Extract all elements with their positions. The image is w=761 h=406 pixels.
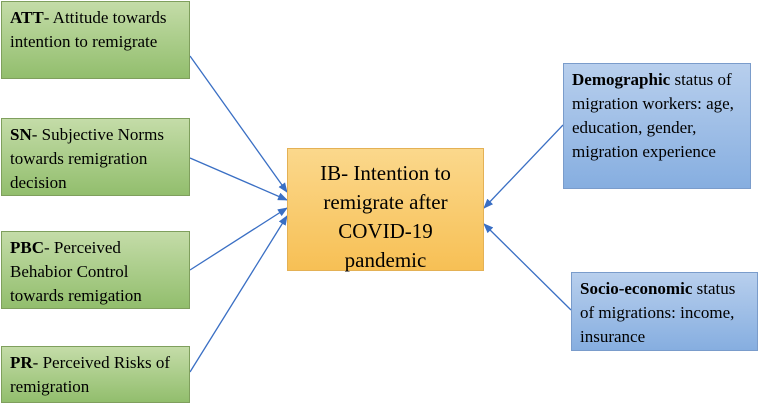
arrow-att-to-ib xyxy=(189,55,288,193)
ib-box: IB- Intention to remigrate after COVID-1… xyxy=(287,148,484,272)
arrow-socioeconomic-to-ib xyxy=(483,223,572,311)
arrow-demographic-to-ib xyxy=(483,124,564,209)
arrow-sn-to-ib xyxy=(189,157,288,201)
arrow-pbc-to-ib xyxy=(189,207,288,271)
pbc-box-text: - Perceived Behabior Control towards rem… xyxy=(10,238,142,305)
att-box: ATT- Attitude towards intention to remig… xyxy=(1,1,190,79)
att-box-text: - Attitude towards intention to remigrat… xyxy=(10,8,167,51)
demographic-box: Demographic status of migration workers:… xyxy=(563,63,751,189)
sn-box: SN- Subjective Norms towards remigration… xyxy=(1,118,190,196)
demographic-box-text: status of migration workers: age, educat… xyxy=(572,70,734,161)
socioeconomic-box: Socio-economic status of migrations: inc… xyxy=(571,272,758,351)
pbc-box: PBC- Perceived Behabior Control towards … xyxy=(1,231,190,309)
socioeconomic-box-title: Socio-economic xyxy=(580,279,693,298)
sn-box-code: SN xyxy=(10,125,32,144)
arrow-pr-to-ib xyxy=(189,215,288,373)
demographic-box-title: Demographic xyxy=(572,70,671,89)
att-box-code: ATT xyxy=(10,8,44,27)
pbc-box-code: PBC xyxy=(10,238,44,257)
pr-box: PR- Perceived Risks of remigration xyxy=(1,346,190,403)
pr-box-text: - Perceived Risks of remigration xyxy=(10,353,171,396)
sn-box-text: - Subjective Norms towards remigration d… xyxy=(10,125,164,192)
socioeconomic-box-text: status of migrations: income, insurance xyxy=(580,279,736,346)
pr-box-code: PR xyxy=(10,353,33,372)
ib-box-text: IB- Intention to remigrate after COVID-1… xyxy=(320,161,451,272)
